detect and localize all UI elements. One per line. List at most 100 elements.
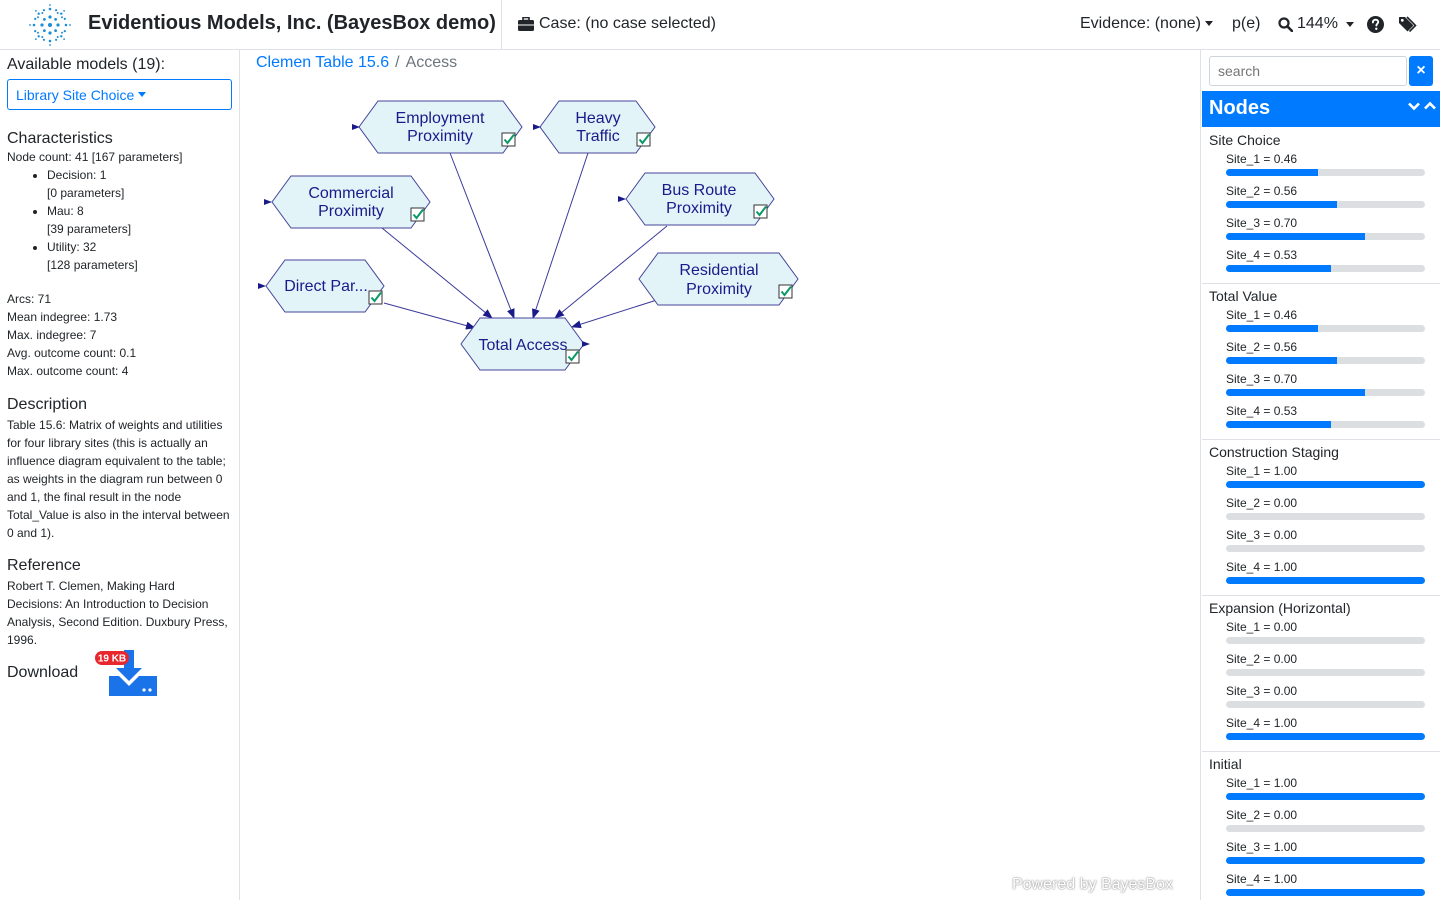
probability-bar-fill: [1226, 265, 1332, 272]
case-selector[interactable]: Case: (no case selected): [518, 15, 716, 33]
node-state-label: Site_2 = 0.56: [1226, 184, 1298, 198]
checkbox-checked-icon[interactable]: [636, 132, 651, 147]
diagram-node-residential-proximity[interactable]: Residential Proximity: [638, 252, 799, 306]
node-state-row[interactable]: Site_3 = 1.00: [1202, 840, 1440, 872]
checkbox-checked-icon[interactable]: [778, 284, 793, 299]
description-text: Table 15.6: Matrix of weights and utilit…: [7, 418, 230, 540]
node-state-row[interactable]: Site_2 = 0.00: [1202, 652, 1440, 684]
checkbox-checked-icon[interactable]: [565, 349, 580, 364]
probability-bar-fill: [1226, 733, 1425, 740]
available-models-heading: Available models (19):: [7, 56, 166, 73]
arc: [381, 227, 493, 319]
evidence-dropdown[interactable]: Evidence: (none): [1080, 15, 1213, 33]
node-kind-count: Utility: 32: [47, 240, 97, 254]
probability-bar: [1226, 637, 1425, 644]
node-state-label: Site_3 = 0.70: [1226, 372, 1298, 386]
pe-button[interactable]: p(e): [1232, 15, 1261, 32]
node-kind-item: Utility: 32[128 parameters]: [47, 238, 232, 274]
node-state-label: Site_1 = 0.46: [1226, 152, 1298, 166]
search-icon: [1278, 16, 1293, 32]
help-icon[interactable]: [1367, 16, 1384, 33]
node-state-row[interactable]: Site_1 = 0.46: [1202, 308, 1440, 340]
node-state-row[interactable]: Site_3 = 0.70: [1202, 372, 1440, 404]
influence-diagram: Employment Proximity Heavy Traffic Comme…: [258, 100, 799, 371]
node-kind-item: Mau: 8[39 parameters]: [47, 202, 232, 238]
node-kind-params: [0 parameters]: [47, 186, 125, 200]
diagram-canvas[interactable]: Clemen Table 15.6/Access Employment Prox…: [240, 50, 1200, 900]
reference-heading: Reference: [7, 557, 81, 574]
probability-bar: [1226, 421, 1425, 428]
probability-bar: [1226, 701, 1425, 708]
node-state-row[interactable]: Site_1 = 0.46: [1202, 152, 1440, 184]
node-state-row[interactable]: Site_4 = 0.53: [1202, 248, 1440, 280]
diagram-node-total-access[interactable]: Total Access: [460, 317, 590, 371]
probability-bar-fill: [1226, 389, 1366, 396]
diagram-node-bus-route-proximity[interactable]: Bus Route Proximity: [618, 172, 775, 226]
powered-by-label: Powered by BayesBox: [1012, 876, 1173, 893]
node-state-row[interactable]: Site_1 = 0.00: [1202, 620, 1440, 652]
reference-text: Robert T. Clemen, Making Hard Decisions:…: [7, 579, 228, 647]
probability-bar: [1226, 389, 1425, 396]
breadcrumb-link[interactable]: Clemen Table 15.6: [256, 54, 390, 71]
logo-icon[interactable]: [28, 3, 72, 47]
stat-arcs: Arcs: 71: [7, 292, 52, 306]
arc: [554, 225, 668, 319]
chevron-down-icon[interactable]: [1407, 99, 1421, 113]
probability-bar-fill: [1226, 233, 1366, 240]
chevron-up-icon[interactable]: [1423, 99, 1437, 113]
node-title[interactable]: Construction Staging: [1209, 444, 1339, 460]
probability-bar: [1226, 233, 1425, 240]
node-state-row[interactable]: Site_4 = 0.53: [1202, 404, 1440, 436]
node-search-input[interactable]: [1209, 56, 1407, 86]
probability-bar: [1226, 793, 1425, 800]
stat-max-outcome: Max. outcome count: 4: [7, 364, 129, 378]
arc: [383, 302, 476, 330]
node-state-row[interactable]: Site_3 = 0.00: [1202, 528, 1440, 560]
node-title[interactable]: Initial: [1209, 756, 1242, 772]
node-state-row[interactable]: Site_4 = 1.00: [1202, 872, 1440, 900]
node-state-row[interactable]: Site_2 = 0.00: [1202, 808, 1440, 840]
node-state-row[interactable]: Site_1 = 1.00: [1202, 464, 1440, 496]
checkbox-checked-icon[interactable]: [501, 132, 516, 147]
node-state-row[interactable]: Site_3 = 0.00: [1202, 684, 1440, 716]
checkbox-checked-icon[interactable]: [410, 207, 425, 222]
model-stats: Arcs: 71 Mean indegree: 1.73 Max. indegr…: [7, 290, 232, 380]
checkbox-checked-icon[interactable]: [753, 204, 768, 219]
node-state-row[interactable]: Site_4 = 1.00: [1202, 560, 1440, 592]
node-state-row[interactable]: Site_4 = 1.00: [1202, 716, 1440, 748]
node-kind-count: Decision: 1: [47, 168, 107, 182]
node-state-label: Site_4 = 0.53: [1226, 248, 1298, 262]
brand-title[interactable]: Evidentious Models, Inc. (BayesBox demo): [88, 12, 496, 34]
node-state-row[interactable]: Site_2 = 0.00: [1202, 496, 1440, 528]
probability-bar-fill: [1226, 577, 1425, 584]
clear-search-button[interactable]: ×: [1409, 56, 1433, 86]
node-state-row[interactable]: Site_2 = 0.56: [1202, 184, 1440, 216]
diagram-node-direct-parking[interactable]: Direct Par...: [258, 259, 385, 313]
node-state-label: Site_3 = 0.70: [1226, 216, 1298, 230]
arc: [571, 298, 661, 329]
diagram-node-commercial-proximity[interactable]: Commercial Proximity: [264, 175, 431, 229]
model-info-panel: Available models (19): Library Site Choi…: [0, 50, 240, 900]
node-state-row[interactable]: Site_2 = 0.56: [1202, 340, 1440, 372]
diagram-node-employment-proximity[interactable]: Employment Proximity: [352, 100, 523, 154]
download-icon[interactable]: 19 KB: [95, 646, 161, 701]
model-select-dropdown[interactable]: Library Site Choice: [7, 79, 232, 110]
diagram-node-heavy-traffic[interactable]: Heavy Traffic: [533, 100, 656, 154]
node-state-row[interactable]: Site_1 = 1.00: [1202, 776, 1440, 808]
node-title[interactable]: Expansion (Horizontal): [1209, 600, 1351, 616]
node-state-label: Site_2 = 0.56: [1226, 340, 1298, 354]
checkbox-checked-icon[interactable]: [368, 290, 383, 305]
node-title[interactable]: Site Choice: [1209, 132, 1281, 148]
node-title[interactable]: Total Value: [1209, 288, 1278, 304]
node-state-label: Site_1 = 1.00: [1226, 776, 1298, 790]
tag-icon[interactable]: [1399, 16, 1417, 33]
zoom-dropdown[interactable]: 144%: [1278, 15, 1354, 33]
node-state-row[interactable]: Site_3 = 0.70: [1202, 216, 1440, 248]
probability-bar: [1226, 733, 1425, 740]
chevron-down-icon: [1204, 21, 1213, 27]
